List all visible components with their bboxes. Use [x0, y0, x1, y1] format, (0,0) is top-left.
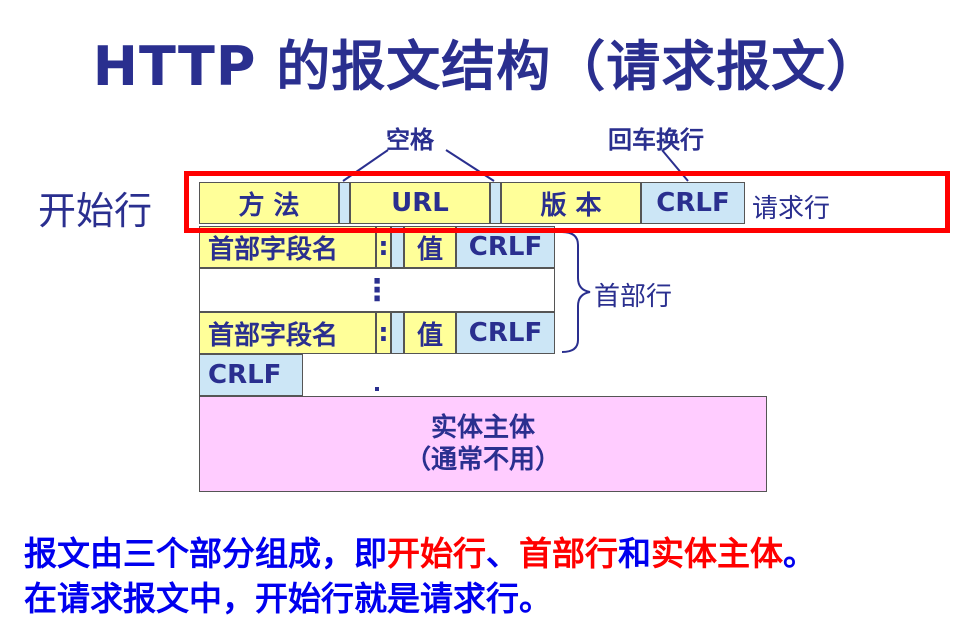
- start-line-label: 开始行: [38, 189, 153, 233]
- header-value-2: 值: [404, 312, 456, 354]
- entity-body-note: （通常不用）: [404, 445, 561, 475]
- header-space-2: [391, 312, 404, 354]
- space-cell-2: [490, 182, 501, 224]
- entity-body-title: 实体主体: [430, 413, 535, 443]
- header-crlf-1: CRLF: [456, 226, 555, 268]
- header-space-1: [391, 226, 404, 268]
- header-colon-1: :: [376, 226, 391, 268]
- header-brace: [561, 231, 591, 353]
- header-crlf-2: CRLF: [456, 312, 555, 354]
- header-field-name-2: 首部字段名: [199, 312, 376, 354]
- version-cell: 版 本: [501, 182, 641, 224]
- description-line-2: 在请求报文中，开始行就是请求行。: [24, 579, 552, 618]
- desc-part-1: 报文由三个部分组成，即: [24, 534, 387, 573]
- space-label: 空格: [386, 126, 434, 154]
- page-title: HTTP 的报文结构（请求报文）: [92, 35, 882, 98]
- header-colon-2: :: [376, 312, 391, 354]
- header-lines-label: 首部行: [594, 282, 673, 312]
- ellipsis-text: ⋮: [362, 272, 392, 308]
- request-line-label: 请求行: [752, 194, 831, 224]
- header-value-1: 值: [404, 226, 456, 268]
- desc-start-line: 开始行: [387, 534, 486, 573]
- entity-body: 实体主体 （通常不用）: [199, 396, 767, 492]
- desc-end: 。: [783, 534, 816, 573]
- desc-sep-1: 、: [486, 534, 519, 573]
- desc-header-lines: 首部行: [519, 534, 618, 573]
- header-ellipsis-row: ⋮: [199, 268, 555, 312]
- description-line-1: 报文由三个部分组成，即开始行、首部行和实体主体。: [24, 527, 816, 575]
- header-field-name-1: 首部字段名: [199, 226, 376, 268]
- desc-sep-2: 和: [618, 534, 651, 573]
- desc-entity-body: 实体主体: [651, 534, 783, 573]
- space-cell-1: [339, 182, 350, 224]
- start-line-highlight: [184, 171, 950, 233]
- dot-mark: [375, 387, 379, 391]
- method-cell: 方 法: [199, 182, 339, 224]
- url-cell: URL: [350, 182, 490, 224]
- crlf-cell: CRLF: [641, 182, 745, 224]
- crlf-return-label: 回车换行: [608, 126, 704, 154]
- blank-line-crlf: CRLF: [199, 354, 303, 396]
